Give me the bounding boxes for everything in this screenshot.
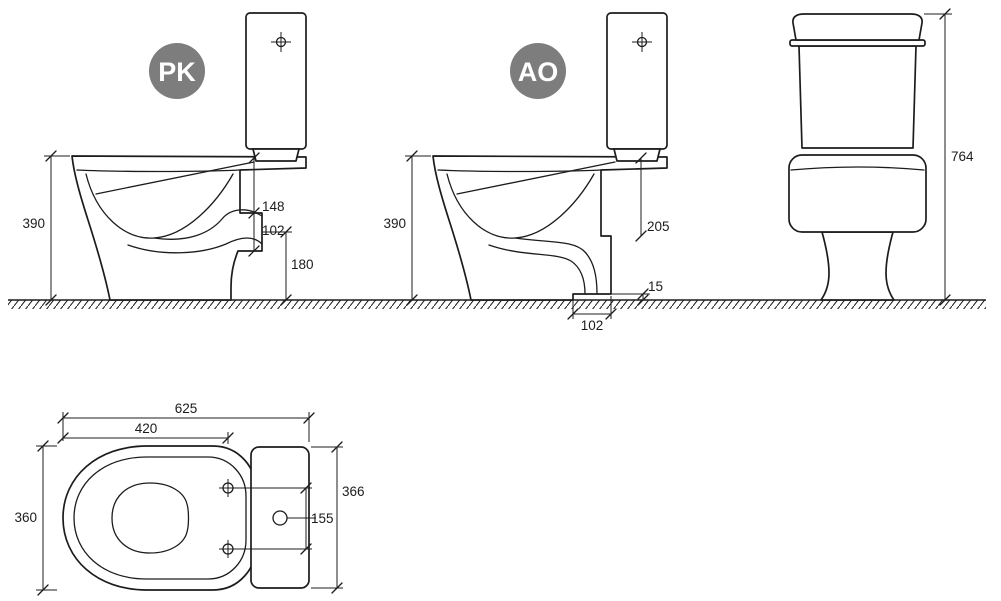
dim-plan-hole-spacing: 155 [234, 482, 334, 555]
pk-flush-button-icon [271, 32, 291, 52]
hinge-hole-crosses [219, 479, 237, 558]
dim-ao-floor-gap-value: 15 [648, 279, 663, 294]
side-view-ao: 390 205 15 102 AO [383, 12, 670, 333]
plan-flush-button-icon [272, 510, 316, 526]
hinge-hole-bottom [222, 543, 234, 555]
dim-ao-outlet-top: 205 [635, 152, 670, 242]
ao-badge-label: AO [518, 57, 559, 87]
plan-seat-hinge-holes [219, 479, 237, 558]
dim-ticks [331, 441, 343, 594]
dim-extension-lines [36, 445, 57, 591]
dim-pk-height: 390 [22, 150, 70, 306]
dim-pk-outlet-center-height: 180 [262, 226, 314, 306]
pk-cistern-base [252, 148, 300, 162]
dim-plan-overall-length: 625 [57, 401, 315, 442]
dim-ticks [57, 432, 234, 444]
pk-rim-underside-line [76, 169, 241, 173]
dim-ticks [939, 8, 951, 306]
dim-pk-height-value: 390 [22, 216, 45, 231]
dim-pk-outlet-diameter-value: 102 [262, 223, 285, 238]
plan-view: 625 420 360 366 155 [14, 401, 365, 596]
ao-bowl-outline [432, 155, 668, 301]
dim-plan-bowl-length: 420 [57, 421, 234, 444]
dim-ticks [57, 412, 315, 424]
dim-plan-hole-spacing-value: 155 [311, 511, 334, 526]
dim-pk-outlet-center-height-value: 180 [291, 257, 314, 272]
pk-badge: PK [149, 43, 205, 99]
dim-ticks [280, 226, 292, 306]
front-cistern-lid-lip [789, 39, 926, 47]
ao-badge-circle [510, 43, 566, 99]
ground [8, 299, 986, 309]
dim-front-total-height: 764 [924, 8, 974, 306]
dim-ticks [248, 245, 260, 257]
ao-cistern [606, 12, 668, 150]
dim-ticks [567, 308, 617, 320]
ao-cistern-base [613, 148, 661, 162]
ao-rim-underside-line [437, 169, 602, 173]
dim-ao-outlet-offset-value: 102 [581, 318, 604, 333]
front-cistern-lid [792, 13, 923, 41]
dim-ao-floor-gap: 15 [611, 279, 663, 306]
ao-trap-upper-line [514, 237, 598, 295]
dim-ticks [37, 440, 49, 596]
pk-bowl-outline [71, 155, 307, 301]
dim-ticks [45, 150, 57, 306]
front-view: 764 [788, 8, 974, 306]
front-bowl-rim [788, 154, 927, 233]
plan-bowl-outline [62, 445, 258, 591]
dim-plan-bowl-width-value: 360 [14, 510, 37, 525]
dim-plan-bowl-width: 360 [14, 440, 57, 596]
side-view-pk: 390 148 102 180 PK [22, 12, 314, 306]
pk-cistern [245, 12, 307, 150]
dim-front-total-height-value: 764 [951, 149, 974, 164]
dim-plan-cistern-width-value: 366 [342, 484, 365, 499]
plan-button-circle [272, 510, 288, 526]
dim-plan-cistern-width: 366 [311, 441, 365, 594]
ao-flush-button-icon [632, 32, 652, 52]
ao-trap-lower-line [488, 244, 586, 295]
pk-badge-label: PK [158, 57, 196, 87]
dim-extension-lines [572, 296, 612, 319]
hinge-hole-top [222, 482, 234, 494]
ground-hatching [8, 300, 986, 309]
dim-plan-bowl-length-value: 420 [135, 421, 158, 436]
dim-ticks [635, 152, 647, 242]
front-cistern-body [798, 45, 917, 149]
dim-ao-outlet-top-value: 205 [647, 219, 670, 234]
plan-bowl-opening [111, 482, 190, 554]
plan-seat-inner-line [73, 456, 247, 580]
dim-extension-lines [62, 412, 310, 442]
pk-flush-button-cross [271, 32, 291, 52]
dim-ticks [637, 288, 649, 306]
dim-plan-overall-length-value: 625 [175, 401, 198, 416]
dim-pk-outlet-top: 148 [248, 152, 285, 219]
front-seat-line [790, 166, 925, 171]
dim-ao-outlet-offset: 102 [567, 296, 617, 333]
dim-ticks [300, 482, 312, 555]
dim-pk-outlet-top-value: 148 [262, 199, 285, 214]
dim-extension-lines [234, 487, 312, 550]
pk-trap-upper-line [153, 209, 263, 240]
dim-ao-height: 390 [383, 150, 431, 306]
dim-ao-height-value: 390 [383, 216, 406, 231]
front-pedestal [820, 231, 895, 301]
ao-badge: AO [510, 43, 566, 99]
pk-badge-circle [149, 43, 205, 99]
pk-waterline [95, 161, 255, 195]
dim-pk-outlet-diameter: 102 [248, 213, 285, 257]
pk-trap-lower-line [127, 237, 263, 254]
ao-waterline [456, 161, 616, 195]
dim-ticks [406, 150, 418, 306]
ao-flush-button-cross [632, 32, 652, 52]
